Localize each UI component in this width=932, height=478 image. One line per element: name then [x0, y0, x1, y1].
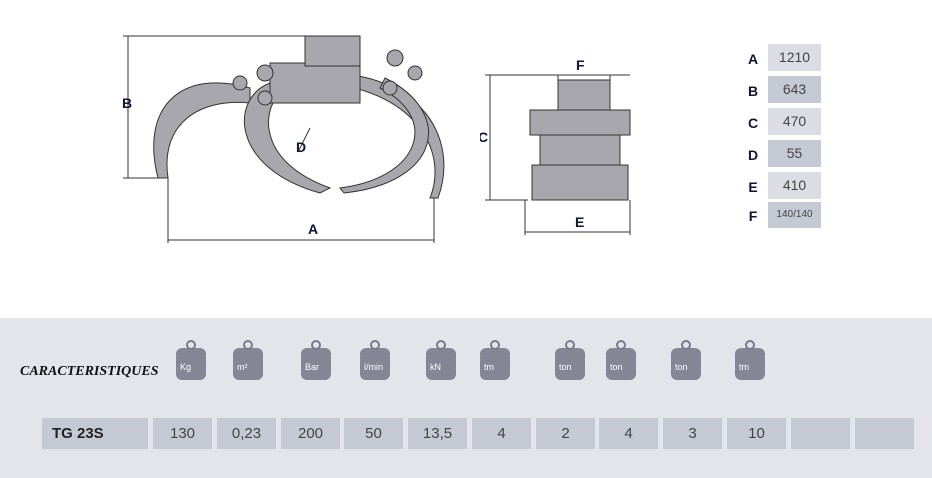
icon-label: ton [559, 362, 572, 372]
dim-label-e: E [575, 214, 584, 230]
dim-label-b: B [122, 95, 132, 111]
icon-label: tm [484, 362, 494, 372]
spec-value-cell: 130 [153, 418, 212, 449]
weight-icon: Kg [168, 340, 226, 395]
dim-letter: C [747, 115, 759, 131]
spec-value-cell: 13,5 [408, 418, 467, 449]
grapple-side-drawing: B D A [122, 35, 445, 243]
dim-letter: D [747, 147, 759, 163]
dim-value: 140/140 [768, 202, 821, 228]
icon-label: ton [675, 362, 688, 372]
icon-label: Kg [180, 362, 192, 372]
excavator-rotator-icon: ton [663, 340, 721, 395]
flow-icon: l/min [352, 340, 410, 395]
spec-value-cell: 4 [472, 418, 531, 449]
icon-label: kN [430, 362, 441, 372]
spec-value-cell [855, 418, 914, 449]
pressure-icon: Bar [293, 340, 351, 395]
dim-value: 55 [768, 140, 821, 167]
spec-value-cell: 2 [536, 418, 595, 449]
spec-value-cell: 50 [344, 418, 403, 449]
icon-label: l/min [364, 362, 384, 372]
icon-label: Bar [305, 362, 320, 372]
specs-band [0, 318, 932, 478]
dim-value: 410 [768, 172, 821, 199]
spec-value-cell: 3 [663, 418, 722, 449]
dim-label-a: A [308, 221, 318, 237]
dim-label-d: D [296, 139, 306, 155]
icon-label: m² [237, 362, 248, 372]
dim-label-f: F [576, 57, 585, 73]
spec-value-cell: 4 [599, 418, 658, 449]
dim-letter: A [747, 51, 759, 67]
hook-load-icon: ton [547, 340, 605, 395]
excavator-grapple-icon: ton [598, 340, 656, 395]
dim-value: 1210 [768, 44, 821, 71]
dim-label-c: C [480, 129, 488, 145]
icon-label: ton [610, 362, 623, 372]
opening-area-icon: m² [225, 340, 283, 395]
spec-value-cell: 10 [727, 418, 786, 449]
crane-bucket-icon: tm [727, 340, 785, 395]
icon-label: tm [739, 362, 749, 372]
dim-letter: E [748, 179, 758, 195]
spec-value-cell [791, 418, 850, 449]
crane-log-icon: tm [472, 340, 530, 395]
dim-value: 643 [768, 76, 821, 103]
clamping-force-icon: kN [418, 340, 476, 395]
grapple-front-drawing: C F E [480, 57, 631, 235]
spec-value-cell: 0,23 [217, 418, 276, 449]
dim-letter: F [748, 208, 758, 224]
spec-value-cell: 200 [281, 418, 340, 449]
model-name: TG 23S [42, 418, 148, 449]
specs-title: CARACTERISTIQUES [20, 364, 159, 379]
dim-value: 470 [768, 108, 821, 135]
dim-letter: B [747, 83, 759, 99]
